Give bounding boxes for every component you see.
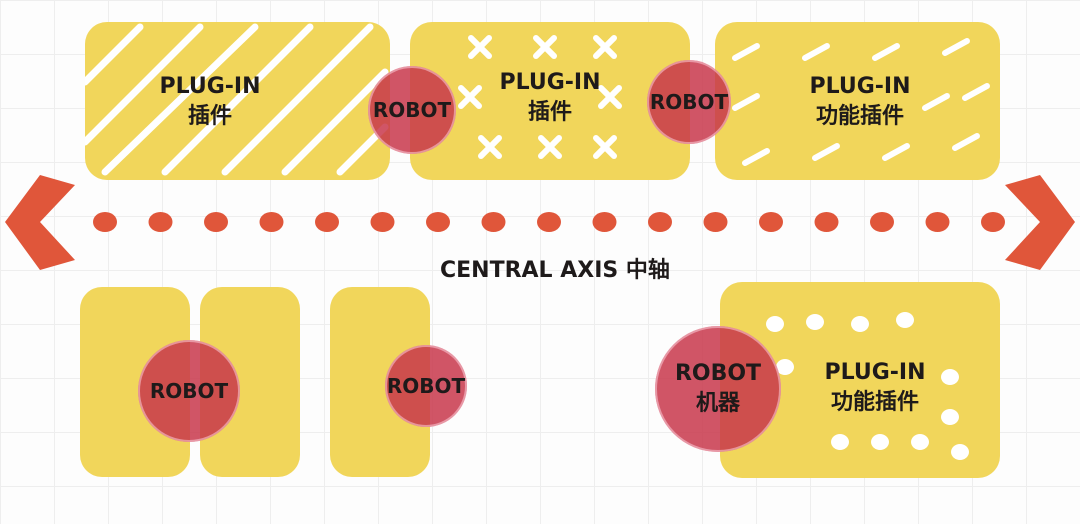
- plugin-block-dashes: [715, 22, 1000, 180]
- axis-dot: [814, 212, 839, 232]
- axis-dot: [315, 212, 339, 232]
- robot: ROBOT: [368, 66, 456, 154]
- robot-label: ROBOT: [386, 374, 466, 398]
- plugin-label: PLUG-IN 插件: [140, 72, 280, 132]
- plugin-subtitle: 插件: [527, 100, 572, 125]
- cross-mark: [468, 35, 492, 59]
- central-axis-arrow: [5, 175, 1075, 270]
- plugin-label: PLUG-IN 插件: [480, 68, 620, 128]
- dot-mark: [896, 312, 914, 328]
- axis-dot: [259, 212, 284, 232]
- axis-dot: [759, 212, 783, 232]
- dash-mark: [742, 148, 770, 166]
- dash-mark: [802, 43, 830, 61]
- dash-mark: [732, 43, 760, 61]
- dash-mark: [952, 133, 980, 151]
- dot-mark: [806, 314, 824, 330]
- dash-mark: [922, 93, 950, 111]
- dot-mark: [941, 409, 959, 425]
- axis-dot: [592, 212, 617, 232]
- dot-mark: [851, 316, 869, 332]
- dot-mark: [831, 434, 849, 450]
- robot-label: ROBOT: [649, 90, 729, 114]
- axis-dot: [370, 212, 395, 232]
- robot-label: ROBOT: [674, 361, 762, 386]
- dot-mark: [941, 369, 959, 385]
- plugin-block-crosses: [410, 22, 690, 180]
- dot-mark: [766, 316, 784, 332]
- plugin-title: PLUG-IN: [809, 74, 911, 99]
- cross-pattern: [458, 35, 622, 159]
- dot-mark: [951, 444, 969, 460]
- axis-dot: [537, 212, 561, 232]
- plugin-block-striped: [85, 22, 390, 180]
- robot-sublabel: 机器: [695, 391, 740, 416]
- axis-dot: [925, 212, 950, 232]
- robot-label: ROBOT: [149, 379, 229, 403]
- plugin-subtitle: 功能插件: [815, 104, 904, 129]
- arrowhead-left: [5, 175, 75, 270]
- cross-mark: [458, 85, 482, 109]
- dash-mark: [942, 38, 970, 56]
- arrowhead-right: [1005, 175, 1075, 270]
- dot-mark: [871, 434, 889, 450]
- axis-dot: [426, 212, 450, 232]
- robot-label: ROBOT: [372, 98, 452, 122]
- robot: ROBOT: [138, 340, 240, 442]
- axis-dot: [981, 212, 1005, 232]
- axis-dot: [204, 212, 228, 232]
- dash-mark: [812, 143, 840, 161]
- dash-mark: [882, 143, 910, 161]
- axis-label: CENTRAL AXIS 中轴: [440, 258, 670, 283]
- dash-mark: [872, 43, 900, 61]
- robot-machine: ROBOT 机器: [655, 326, 781, 452]
- plugin-title: PLUG-IN: [824, 360, 926, 385]
- robot: ROBOT: [647, 60, 731, 144]
- cross-mark: [593, 135, 617, 159]
- plugin-subtitle: 功能插件: [830, 390, 919, 415]
- axis-dot: [481, 212, 506, 232]
- dash-pattern: [732, 38, 990, 166]
- dot-mark: [911, 434, 929, 450]
- axis-dot: [93, 212, 117, 232]
- dash-mark: [962, 83, 990, 101]
- dot-mark: [776, 359, 794, 375]
- axis-dot: [648, 212, 672, 232]
- cross-mark: [533, 35, 557, 59]
- axis-dot: [870, 212, 894, 232]
- cross-mark: [593, 35, 617, 59]
- cross-mark: [598, 85, 622, 109]
- robot: ROBOT: [385, 345, 467, 427]
- plugin-label: PLUG-IN 功能插件: [800, 358, 950, 418]
- dash-mark: [732, 93, 760, 111]
- cross-mark: [478, 135, 502, 159]
- dot-pattern: [766, 312, 969, 460]
- axis-dot: [148, 212, 173, 232]
- plugin-subtitle: 插件: [187, 104, 232, 129]
- plugin-title: PLUG-IN: [499, 70, 601, 95]
- axis-dot: [703, 212, 728, 232]
- plugin-title: PLUG-IN: [159, 74, 261, 99]
- plugin-label: PLUG-IN 功能插件: [780, 72, 940, 132]
- cross-mark: [538, 135, 562, 159]
